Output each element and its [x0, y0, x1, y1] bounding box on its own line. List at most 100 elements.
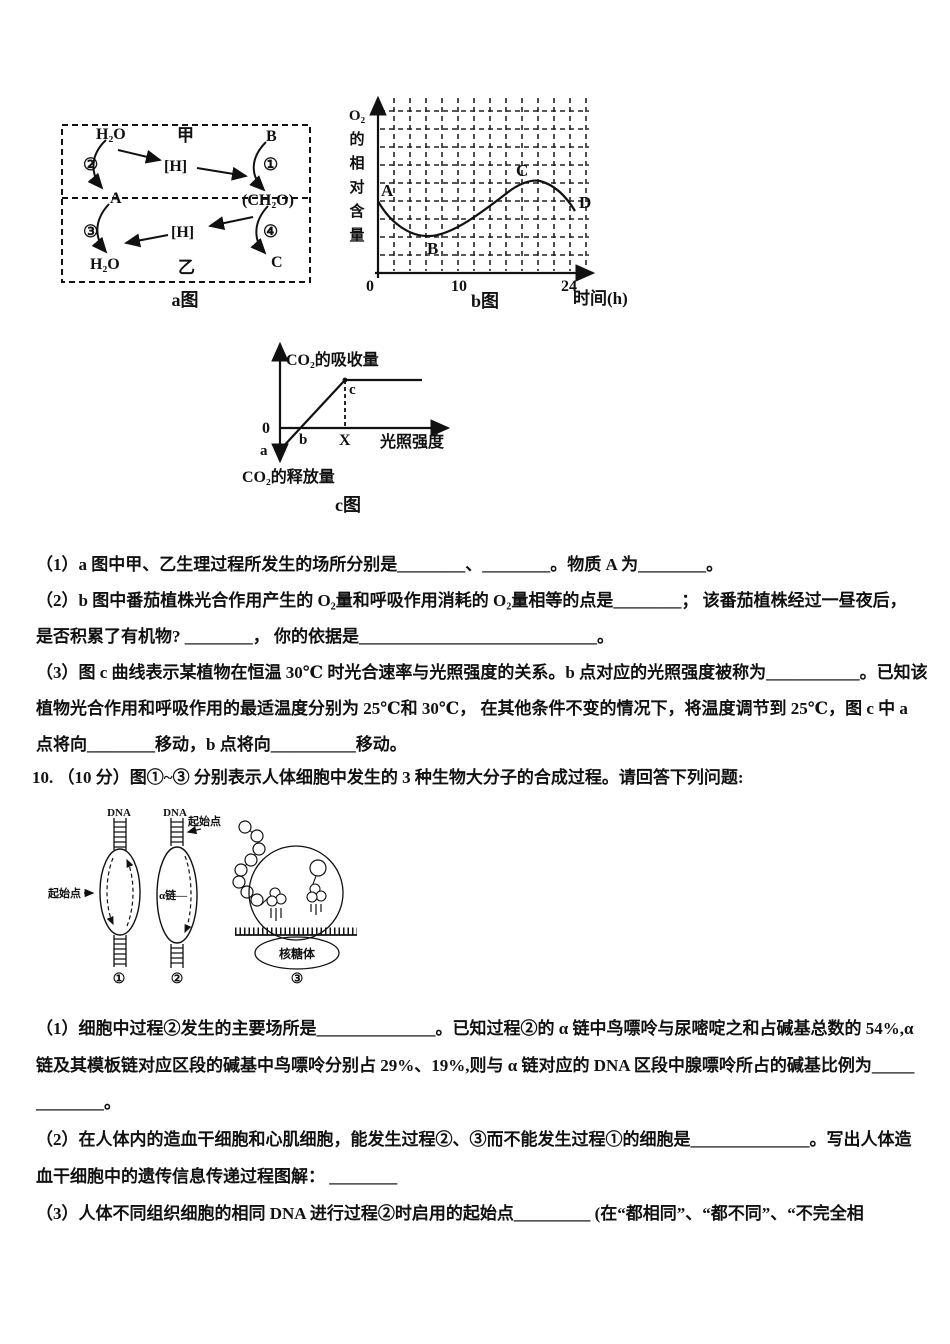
ribosome-large-subunit-outline: [248, 845, 344, 941]
label-h-bottom: [H]: [171, 224, 194, 241]
q9-part2-line1: （2）b 图中番茄植株光合作用产生的 O₂量和呼吸作用消耗的 O₂量相等的点是_…: [36, 591, 907, 610]
figure-a-caption: a图: [172, 290, 199, 310]
point-a-label: a: [260, 443, 268, 459]
transcription-arrow: [184, 855, 192, 934]
point-D-label: D: [579, 193, 591, 212]
arrow-b-to-ch2o: [249, 141, 267, 192]
figure-b-o2-time-chart: A B C D 0 10 24 O₂ 的 相 对 含 量 b图 时间(h): [349, 95, 628, 311]
replication-arrow-left: [106, 857, 114, 926]
alpha-chain-label: α链—: [159, 888, 188, 902]
label-h2o-bottom: H₂O: [90, 256, 120, 273]
arrow-h2o-to-h: [117, 149, 162, 164]
q9-part3-line2: 植物光合作用和呼吸作用的最适温度分别为 25℃和 30℃， 在其他条件不变的情况…: [36, 699, 908, 718]
figure-q10-macromolecule-synthesis: DNA 起始点 ① DNA 起始点 α链— ②: [47, 807, 357, 987]
o2-curve: [377, 179, 576, 238]
ribosome-small-subunit: [254, 936, 340, 970]
figure-c-co2-light-chart: CO₂的吸收量 0 a b c X 光照强度 CO₂的释放量 c图: [242, 341, 451, 515]
point-A-label: A: [381, 181, 394, 200]
dna-label-1: DNA: [107, 807, 131, 819]
origin-label: 0: [262, 420, 270, 437]
arrow-h-to-step1: [196, 166, 248, 181]
ribosome-label: 核糖体: [279, 946, 316, 961]
point-B-label: B: [427, 239, 438, 258]
q9-part3-line1: （3）图 c 曲线表示某植物在恒温 30℃ 时光合速率与光照强度的关系。b 点对…: [36, 663, 928, 682]
start-point-label-2: 起始点: [187, 814, 221, 828]
label-a: A: [110, 190, 122, 207]
figure-c-caption: c图: [335, 495, 361, 515]
y-axis-label: O₂ 的 相 对 含 量: [349, 108, 366, 244]
label-step1: ①: [263, 155, 278, 174]
label-c: C: [271, 254, 283, 271]
q9-part3-line3: 点将向________移动，b 点将向__________移动。: [36, 735, 407, 754]
arrow-ch2o-to-h: [208, 216, 254, 230]
dna-ladder-bottom-2: [170, 944, 184, 968]
trna-right: [306, 883, 327, 915]
label-jia: 甲: [177, 126, 194, 145]
q10-part3-line1: （3）人体不同组织细胞的相同 DNA 进行过程②时启用的起始点_________…: [36, 1204, 864, 1223]
co2-absorb-label: CO₂的吸收量: [286, 350, 379, 369]
caption-3: ③: [291, 972, 304, 987]
q10-part1-line1: （1）细胞中过程②发生的主要场所是______________。已知过程②的 α…: [36, 1019, 914, 1038]
svg-text:含: 含: [349, 202, 365, 220]
amino-acid-link: [312, 875, 317, 885]
x-axis-label: 光照强度: [379, 432, 445, 451]
caption-2: ②: [171, 972, 184, 987]
trna-left: [260, 887, 287, 921]
svg-text:的: 的: [349, 130, 364, 148]
x-axis-label: 时间(h): [573, 288, 628, 308]
point-a-dot: [277, 447, 283, 453]
label-step2: ②: [83, 155, 98, 174]
label-step4: ④: [263, 222, 278, 241]
x-tick-0: 0: [366, 278, 374, 295]
x-tick-10: 10: [451, 278, 467, 295]
dashed-box: [61, 124, 311, 283]
replication-bubble: [99, 848, 141, 936]
x-mark-label: X: [339, 432, 351, 449]
x-tick-24: 24: [561, 278, 577, 295]
arrow-h2o-to-a: [87, 139, 107, 190]
polypeptide-beads: [232, 820, 266, 907]
replication-arrow-right: [126, 858, 134, 927]
start-point-label-1: 起始点: [47, 886, 81, 900]
label-yi: 乙: [178, 258, 195, 277]
grid-vertical-lines: [393, 98, 587, 271]
amino-acid: [309, 859, 327, 877]
caption-1: ①: [113, 972, 126, 987]
svg-text:量: 量: [349, 227, 364, 244]
label-h2o-top: H₂O: [96, 126, 126, 143]
process-1-replication: DNA 起始点 ①: [47, 807, 141, 987]
q9-part2-line2: 是否积累了有机物? ________， 你的依据是_______________…: [36, 627, 614, 646]
point-c-dot: [342, 377, 348, 383]
question-10-text: （1）细胞中过程②发生的主要场所是______________。已知过程②的 α…: [36, 1010, 924, 1232]
svg-text:相: 相: [349, 154, 364, 172]
q9-part1: （1）a 图中甲、乙生理过程所发生的场所分别是________、________…: [36, 555, 724, 574]
svg-text:对: 对: [349, 178, 364, 196]
label-step3: ③: [83, 222, 98, 241]
q10-part1-line3: ________。: [36, 1093, 121, 1112]
photosynthesis-line: [279, 379, 346, 451]
dna-label-2: DNA: [163, 807, 187, 819]
dna-ladder-top-2: [170, 818, 184, 846]
dna-ladder-top-1: [113, 818, 127, 850]
point-b-label: b: [299, 432, 307, 448]
question-10-intro: 10. （10 分）图①~③ 分别表示人体细胞中发生的 3 种生物大分子的合成过…: [32, 768, 744, 787]
process-3-translation: 核糖体 ③: [232, 820, 357, 987]
figure-a-metabolism-diagram: H₂O 甲 B ② [H] ① A (CH₂O) ③ [H] ④ H₂O 乙 C…: [61, 124, 311, 310]
arrow-h-to-step3: [124, 233, 169, 248]
label-h-top: [H]: [164, 158, 187, 175]
svg-text:O₂: O₂: [349, 108, 366, 124]
point-C-label: C: [516, 161, 528, 180]
q10-part2-line2: 血干细胞中的遗传信息传递过程图解： ________: [36, 1167, 398, 1186]
dna-ladder-bottom-1: [113, 935, 127, 967]
co2-release-label: CO₂的释放量: [242, 467, 335, 486]
start-point-arrow-2: [186, 826, 202, 835]
arrow-ch2o-to-c: [250, 205, 269, 255]
point-c-label: c: [349, 382, 356, 398]
q10-part2-line1: （2）在人体内的造血干细胞和心肌细胞，能发生过程②、③而不能发生过程①的细胞是_…: [36, 1130, 912, 1149]
process-2-transcription: DNA 起始点 α链— ②: [156, 807, 221, 987]
arrow-a-to-h2o: [91, 203, 110, 254]
label-b: B: [266, 128, 277, 145]
figure-b-caption: b图: [471, 291, 499, 311]
label-ch2o: (CH₂O): [242, 192, 294, 209]
transcription-bubble: [156, 846, 198, 944]
